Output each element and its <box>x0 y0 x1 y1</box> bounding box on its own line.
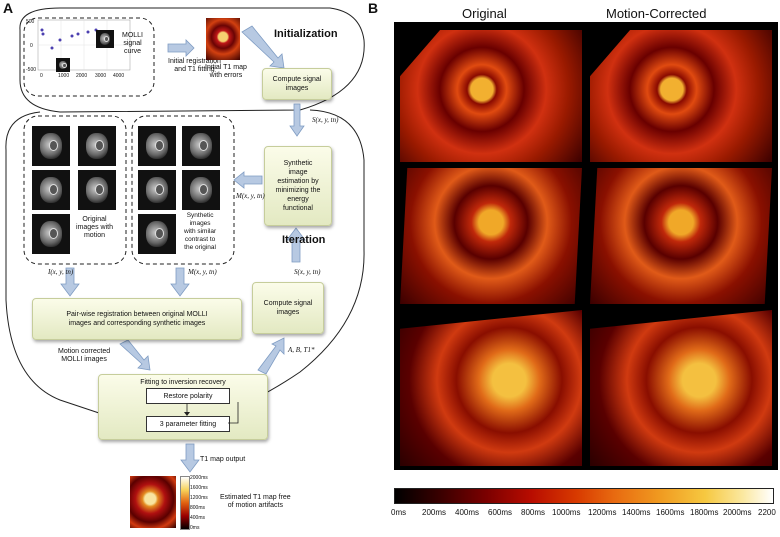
restore-polarity-box: Restore polarity <box>146 388 230 404</box>
panel-a-label: A <box>3 0 14 16</box>
t1-output-label: T1 map output <box>200 456 246 463</box>
t1-map-original-row1 <box>400 30 582 162</box>
colorbar-tick: 2000ms <box>723 508 752 517</box>
graph-x-tick: 2000 <box>76 73 88 79</box>
initial-t1-label: Initial T1 map with errors <box>205 64 247 79</box>
column-title-corrected: Motion-Corrected <box>606 6 707 21</box>
map-scale-tick: 800ms <box>190 505 206 511</box>
t1-map-corrected-row2 <box>590 168 772 304</box>
synthetic-mri <box>138 214 176 254</box>
graph-x-tick: 1000 <box>58 73 70 79</box>
compute-signal-box-1: Compute signal images <box>262 68 332 100</box>
colorbar-tick: 2200 <box>758 508 776 517</box>
synthetic-mri <box>182 126 220 166</box>
graph-y-tick: -500 <box>26 67 37 73</box>
three-param-fitting-box: 3 parameter fitting <box>146 416 230 432</box>
synthetic-estimation-box: Synthetic image estimation by minimizing… <box>264 146 332 226</box>
map-scale-tick: 0ms <box>190 525 200 531</box>
thumb-mri <box>96 30 114 48</box>
flow-outlines <box>5 7 365 473</box>
colorbar-tick: 1600ms <box>656 508 685 517</box>
molli-signal-graph <box>37 19 131 71</box>
map-scale-tick: 2000ms <box>190 475 208 481</box>
t1-map-original-row2 <box>400 168 582 304</box>
motion-corrected-label: Motion corrected MOLLI images <box>58 348 111 363</box>
colorbar-tick: 800ms <box>521 508 546 517</box>
graph-x-tick: 0 <box>40 73 43 79</box>
t1-maps-panel <box>394 22 778 470</box>
map-scale-tick: 1600ms <box>190 485 208 491</box>
original-mri <box>78 126 116 166</box>
graph-y-tick: 500 <box>26 19 35 25</box>
synthetic-mri <box>138 126 176 166</box>
graph-y-tick: 0 <box>30 43 33 49</box>
m-equation-1: M(x, y, tn) <box>236 192 265 200</box>
colorbar-tick: 1400ms <box>622 508 651 517</box>
s-equation-2: S(x, y, tn) <box>294 268 321 276</box>
i-equation: I(x, y, tn) <box>48 268 74 276</box>
synthetic-mri <box>182 170 220 210</box>
t1-map-corrected-row1 <box>590 30 772 162</box>
graph-x-tick: 4000 <box>113 73 125 79</box>
params-equation: A, B, T1* <box>288 346 315 354</box>
original-mri <box>32 170 70 210</box>
colorbar-tick: 1200ms <box>588 508 617 517</box>
iteration-title: Iteration <box>282 234 326 246</box>
colorbar-tick: 1000ms <box>552 508 581 517</box>
estimated-map-label: Estimated T1 map free of motion artifact… <box>220 494 291 509</box>
colorbar-tick: 400ms <box>455 508 480 517</box>
estimated-t1-map <box>130 476 176 528</box>
original-mri <box>78 170 116 210</box>
graph-x-tick: 3000 <box>95 73 107 79</box>
feedback-arrows <box>184 402 239 424</box>
t1-map-corrected-row3 <box>590 310 772 466</box>
synthetic-mri <box>138 170 176 210</box>
colorbar-tick: 1800ms <box>690 508 719 517</box>
initial-t1-map <box>206 18 240 60</box>
thumb-mri <box>56 58 70 72</box>
t1-map-colorbar <box>180 476 190 530</box>
pairwise-registration-box: Pair-wise registration between original … <box>32 298 242 340</box>
synthetic-images-label: Synthetic images with similar contrast t… <box>184 212 217 251</box>
m-equation-2: M(x, y, tn) <box>188 268 217 276</box>
column-title-original: Original <box>462 6 507 21</box>
colorbar-tick: 600ms <box>488 508 513 517</box>
s-equation-1: S(x, y, tn) <box>312 116 339 124</box>
map-scale-tick: 400ms <box>190 515 206 521</box>
compute-signal-box-2: Compute signal images <box>252 282 324 334</box>
init-registration-label: Initial registration and T1 fitting <box>168 58 221 73</box>
original-mri <box>32 214 70 254</box>
fitting-title: Fitting to inversion recovery <box>140 379 226 386</box>
panel-b-label: B <box>368 0 379 16</box>
colorbar-tick: 200ms <box>422 508 447 517</box>
original-mri <box>32 126 70 166</box>
colorbar-tick: 0ms <box>391 508 407 517</box>
initialization-title: Initialization <box>274 28 338 40</box>
original-images-label: Original images with motion <box>76 216 113 239</box>
t1-colorbar <box>394 488 774 504</box>
molli-signal-label: MOLLI signal curve <box>122 32 144 55</box>
map-scale-tick: 1200ms <box>190 495 208 501</box>
t1-map-original-row3 <box>400 310 582 466</box>
